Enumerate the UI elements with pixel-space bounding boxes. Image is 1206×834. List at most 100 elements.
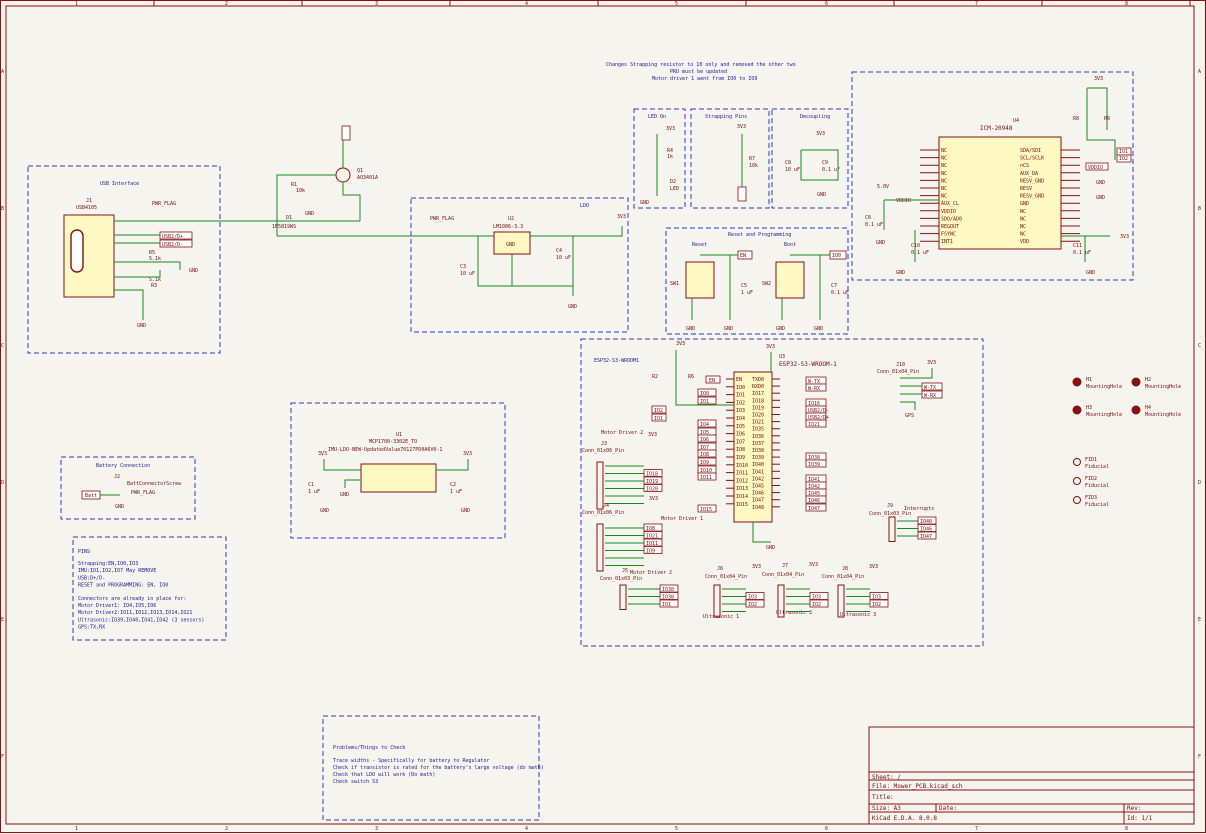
usb-interface-block xyxy=(27,165,221,354)
u2-gnd-pin: GND xyxy=(506,242,515,248)
u3-left-net-7-label[interactable] xyxy=(697,457,717,466)
sw1-button[interactable] xyxy=(685,261,715,299)
j7-pins-net-1-label[interactable] xyxy=(809,592,829,600)
imu-block xyxy=(851,71,1134,281)
u3-left-net-9-label[interactable] xyxy=(697,472,717,481)
j9-pins-net-2-label[interactable] xyxy=(917,531,937,540)
j9-pins-body[interactable] xyxy=(888,516,896,542)
esp-io1-label[interactable] xyxy=(651,413,667,422)
imu-io2-label[interactable] xyxy=(1116,154,1132,163)
u3-left-net-0-label[interactable] xyxy=(697,388,717,397)
reset-en-text: EN xyxy=(740,253,746,259)
strap-io-label[interactable] xyxy=(737,186,747,202)
j5-pins-net-0-label[interactable] xyxy=(659,584,679,593)
u3-right-net-3-text: USB2/D- xyxy=(808,408,829,414)
u4-imu-chip[interactable] xyxy=(938,136,1062,250)
problems-note-line-2: Check that LDO will work (Do math) xyxy=(333,772,435,778)
j4-pins-net-1-label[interactable] xyxy=(643,531,663,539)
q1-transistor[interactable] xyxy=(335,167,351,183)
u1-regulator[interactable] xyxy=(360,463,437,493)
j5-pins-net-1-text: IO38 xyxy=(662,595,674,601)
u4-pin-left-1: NC xyxy=(941,156,947,162)
u1-value: MCP1700-3302E_TO xyxy=(369,439,417,445)
led-gnd: GND xyxy=(640,200,649,206)
j7-pins-net-2-label[interactable] xyxy=(809,599,829,608)
esp-io2-label[interactable] xyxy=(651,405,667,414)
j9-pins-net-0-label[interactable] xyxy=(917,516,937,525)
mounting-hole-H4[interactable] xyxy=(1131,405,1141,415)
u3-left-net-6-label[interactable] xyxy=(697,449,717,458)
grid-col-top-2: 2 xyxy=(225,1,228,7)
grid-col-bottom-1: 1 xyxy=(75,826,78,832)
j8-pins-net-2-label[interactable] xyxy=(869,599,889,608)
u3-left-net-2-label[interactable] xyxy=(697,419,717,428)
c1-ref: C1 xyxy=(308,482,314,488)
j4-title: Motor Driver 1 xyxy=(661,516,703,522)
tb-tool: KiCad E.D.A. 8.0.8 xyxy=(872,815,937,822)
imu-vddio-label[interactable] xyxy=(1085,162,1109,171)
j5-pins-net-1-label[interactable] xyxy=(659,592,679,600)
u3-right-net-1-label[interactable] xyxy=(805,383,827,392)
fiducial-FID1[interactable] xyxy=(1073,458,1081,466)
j8-pins-net-1-label[interactable] xyxy=(869,592,889,600)
problems-note-line-0: Trace widths - Specifically for battery … xyxy=(333,758,490,764)
j3-pins-net-3-label[interactable] xyxy=(643,484,663,492)
j6-pins-body[interactable] xyxy=(713,584,721,618)
j4-pins-net-3-label[interactable] xyxy=(643,546,663,554)
u4-pin-left-4: NC xyxy=(941,178,947,184)
u3-right-net-10-text: IO45 xyxy=(808,491,820,497)
j3-pins-net-2-label[interactable] xyxy=(643,476,663,485)
boot-title: Boot xyxy=(784,242,796,248)
grid-col-bottom-4: 4 xyxy=(525,826,528,832)
u4-pin-right-6: RESV_GND xyxy=(1020,194,1044,200)
imu-3v3-top: 3V3 xyxy=(1094,76,1103,82)
fiducial-FID2[interactable] xyxy=(1073,477,1081,485)
u3-left-net-6-text: IO8 xyxy=(700,452,709,458)
j8-pins-body[interactable] xyxy=(837,584,845,618)
j8-ref: J8 xyxy=(842,566,848,572)
j3-pins-body[interactable] xyxy=(596,461,604,510)
fiducial-FID3[interactable] xyxy=(1073,496,1081,504)
grid-row-left-A: A xyxy=(1,69,4,75)
vbus-flag[interactable] xyxy=(341,125,351,141)
r7-ref: R7 xyxy=(749,156,755,162)
problems-note-box xyxy=(322,715,540,821)
u3-right-net-11-label[interactable] xyxy=(805,495,827,504)
esp-io15-label[interactable] xyxy=(697,504,717,513)
j7-pins-body[interactable] xyxy=(777,584,785,618)
gps-label: GPS xyxy=(905,413,914,419)
j6-pins-net-1-label[interactable] xyxy=(745,592,765,600)
u3-pin-left-12: IO11 xyxy=(736,471,748,477)
u4-pin-right-11: NC xyxy=(1020,232,1026,238)
j6-pins-net-2-label[interactable] xyxy=(745,599,765,608)
mounting-hole-H3[interactable] xyxy=(1072,405,1082,415)
u3-esp32-module[interactable] xyxy=(733,371,773,523)
j3-pins-net-1-label[interactable] xyxy=(643,469,663,477)
j4-pins-net-2-label[interactable] xyxy=(643,538,663,547)
grid-col-bottom-8: 8 xyxy=(1125,826,1128,832)
j5-pins-body[interactable] xyxy=(619,584,627,610)
j4-pins-net-0-label[interactable] xyxy=(643,523,663,532)
mounting-hole-H2[interactable] xyxy=(1131,377,1141,387)
mounting-hole-H1[interactable] xyxy=(1072,377,1082,387)
j5-pins-net-2-label[interactable] xyxy=(659,599,679,608)
led-3v3: 3V3 xyxy=(666,126,675,132)
u3-pin-right-13: IO41 xyxy=(752,469,764,475)
j1-ref: J1 xyxy=(86,198,92,204)
problems-note-line-3: Check switch S3 xyxy=(333,779,378,785)
u1-gnd-2: GND xyxy=(340,492,349,498)
sw2-button[interactable] xyxy=(775,261,805,299)
u3-right-net-5-label[interactable] xyxy=(805,419,827,428)
u3-pin-right-16: IO46 xyxy=(752,491,764,497)
u3-left-net-4-label[interactable] xyxy=(697,434,717,443)
j3-3v3: 3V3 xyxy=(648,432,657,438)
u3-right-net-7-label[interactable] xyxy=(805,459,827,468)
u3-pin-right-10: IO38 xyxy=(752,448,764,454)
j4-pins-body[interactable] xyxy=(596,523,604,572)
esp-en-label[interactable] xyxy=(705,375,721,384)
pins-note-title: PINS xyxy=(78,549,90,555)
u3-right-net-12-label[interactable] xyxy=(805,503,827,512)
r3-ref: R3 xyxy=(151,283,157,289)
u3-left-net-1-label[interactable] xyxy=(697,396,717,405)
j9-pins-net-1-label[interactable] xyxy=(917,524,937,532)
